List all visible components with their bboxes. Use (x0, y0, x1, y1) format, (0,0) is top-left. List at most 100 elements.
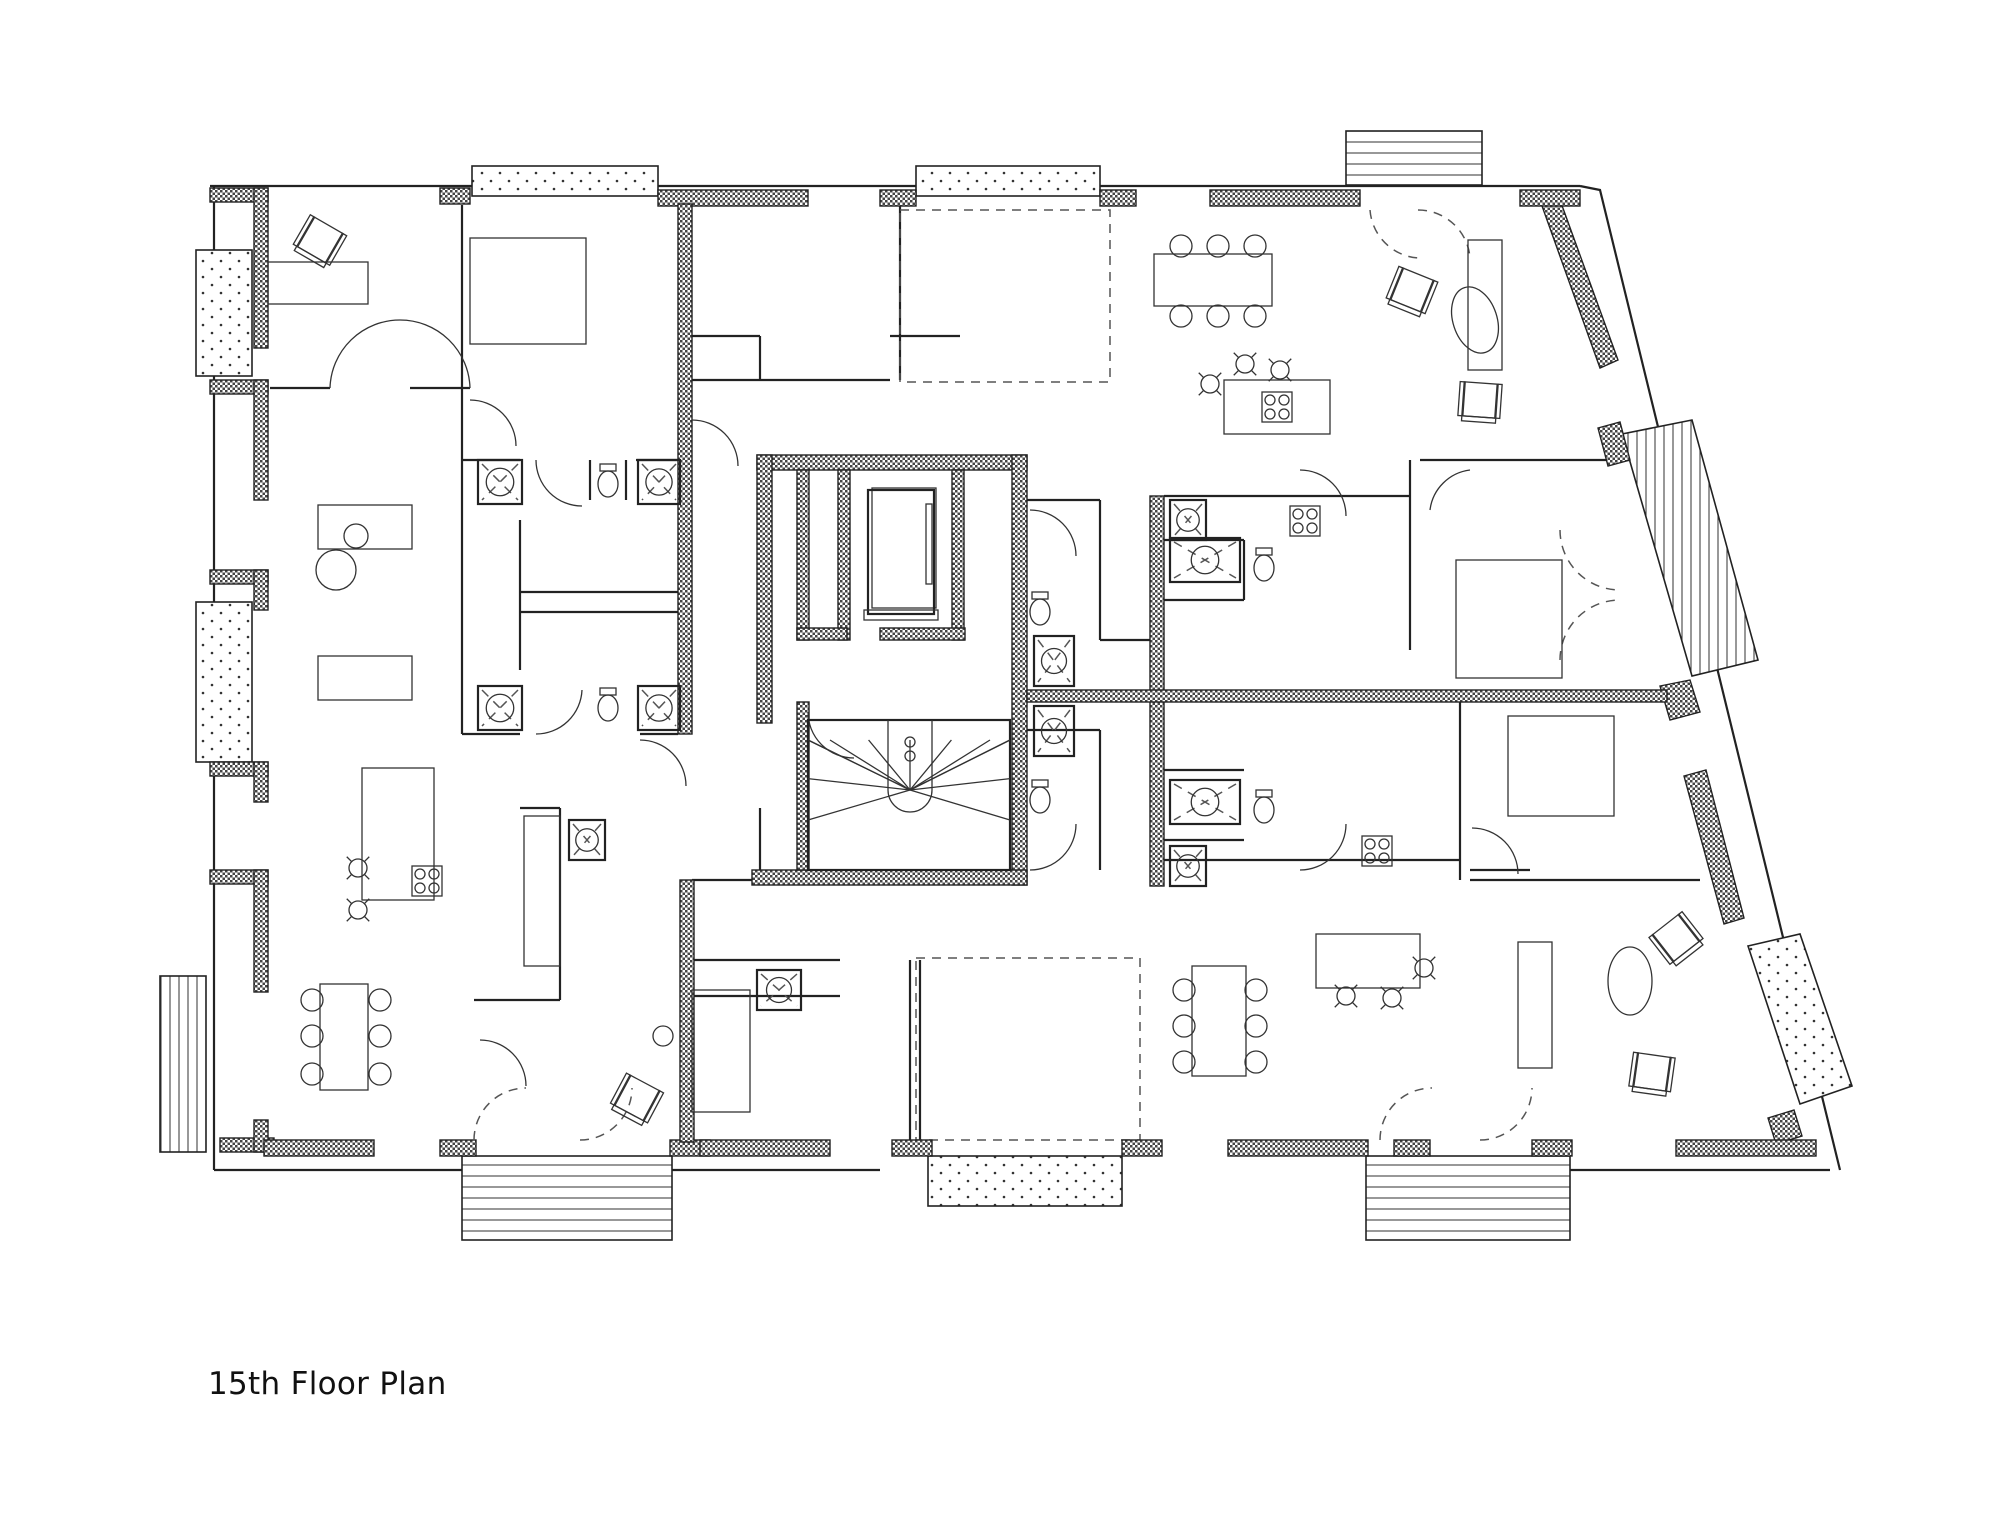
shower-tray (1168, 536, 1242, 584)
burner (1306, 508, 1318, 520)
shower-icon (1168, 536, 1242, 584)
burner (1264, 394, 1276, 406)
cooktop-icon (411, 865, 443, 897)
bar-stool-icon (1412, 956, 1436, 980)
door-swings (329, 209, 1621, 1141)
stool-leg (1380, 1003, 1387, 1010)
bar-stool-icon (346, 856, 370, 880)
cooktop-frame (1289, 505, 1321, 537)
furniture-piece (1507, 715, 1615, 817)
door-swing-arc (469, 399, 517, 447)
furniture-piece (361, 767, 435, 901)
stair-tread (909, 739, 1011, 791)
dining-chair-icon (1172, 1014, 1196, 1038)
armchair-seat (1389, 267, 1435, 313)
exterior-facade-line (1579, 184, 1842, 1171)
balconies (159, 130, 1854, 1241)
armchair-arm (292, 213, 316, 248)
burner (1364, 838, 1376, 850)
burner (1278, 394, 1290, 406)
structural-wall (1209, 189, 1361, 207)
door-swing-arc (1471, 827, 1519, 875)
furniture-piece (1223, 379, 1331, 435)
furniture-piece (1153, 253, 1273, 307)
structural-wall (253, 869, 269, 993)
shower-drain (765, 976, 793, 1004)
furniture-piece (1315, 933, 1421, 989)
shower-drain (1176, 508, 1200, 532)
stool-leg (1412, 956, 1419, 963)
staircase (806, 718, 1012, 872)
toilet-tank (1031, 591, 1049, 600)
structural-wall (439, 187, 471, 205)
shower-diagonal (1037, 709, 1071, 753)
structural-wall (1393, 1139, 1431, 1157)
armchair-icon (609, 1072, 665, 1127)
armchair-arm (642, 1089, 665, 1124)
bar-stool-icon (346, 898, 370, 922)
elevator-car (866, 488, 936, 616)
structural-wall (751, 869, 1028, 886)
toilet-icon (1029, 779, 1051, 814)
toilet-tank (599, 687, 617, 696)
shower-icon (755, 968, 803, 1012)
dining-chair-icon (1172, 1050, 1196, 1074)
armchair-back (1460, 415, 1497, 424)
door-swing-arc (399, 319, 471, 389)
armchair-arm (609, 1072, 632, 1107)
stool-leg (1233, 369, 1240, 376)
shower-diagonal (1037, 709, 1071, 753)
armchair-icon (1457, 380, 1503, 424)
stool-leg (1268, 375, 1275, 382)
dashed-zone-outline (899, 209, 1111, 383)
structural-wall (253, 761, 269, 803)
burner (1378, 838, 1390, 850)
door-swing-arc (1029, 509, 1077, 557)
stair-tread (909, 789, 1011, 821)
structural-walls (209, 187, 1817, 1157)
structural-wall (837, 469, 851, 641)
structural-wall (756, 454, 1028, 471)
shower-diagonal (1037, 639, 1071, 683)
structural-wall (699, 1139, 831, 1157)
shower-tray (1168, 778, 1242, 826)
shower-diagonal (481, 689, 519, 727)
stool-leg (1215, 372, 1222, 379)
furniture (267, 213, 1704, 1127)
armchair-arm (324, 232, 348, 267)
stool-leg (363, 873, 370, 880)
structural-wall (891, 1139, 933, 1157)
balcony (1365, 1155, 1571, 1241)
slanted-wall (1767, 1109, 1803, 1145)
shower-drain (1190, 545, 1220, 575)
shower-diagonal (481, 689, 519, 727)
structural-wall (253, 569, 269, 611)
stair-marker (904, 750, 916, 762)
armchair-arm (1419, 279, 1439, 315)
burner (1264, 408, 1276, 420)
round-table (652, 1025, 674, 1047)
armchair-arm (1385, 265, 1405, 301)
oval-rug-table (1450, 286, 1500, 354)
structural-wall (677, 203, 693, 735)
stool-seat (348, 858, 368, 878)
furniture-piece (469, 237, 587, 345)
shower-diagonal (1173, 783, 1237, 821)
armchair-arm (1664, 1056, 1676, 1093)
armchair-arm (1494, 383, 1503, 420)
dining-chair-icon (368, 988, 392, 1012)
structural-wall (879, 189, 917, 207)
balcony-door-swing-arc (1479, 1087, 1533, 1141)
shower-diagonal (1173, 849, 1203, 883)
balcony-door-swing-arc (473, 1087, 527, 1141)
burner (1306, 522, 1318, 534)
bar-stool-icon (1334, 984, 1358, 1008)
furniture-piece (871, 487, 937, 609)
door-swing-arc (1299, 823, 1347, 871)
cooktop-icon (1289, 505, 1321, 537)
shower-tray (636, 684, 682, 732)
balcony (1345, 130, 1483, 186)
cooktop-frame (411, 865, 443, 897)
shower-diagonal (481, 463, 519, 501)
furniture-piece (317, 504, 413, 550)
